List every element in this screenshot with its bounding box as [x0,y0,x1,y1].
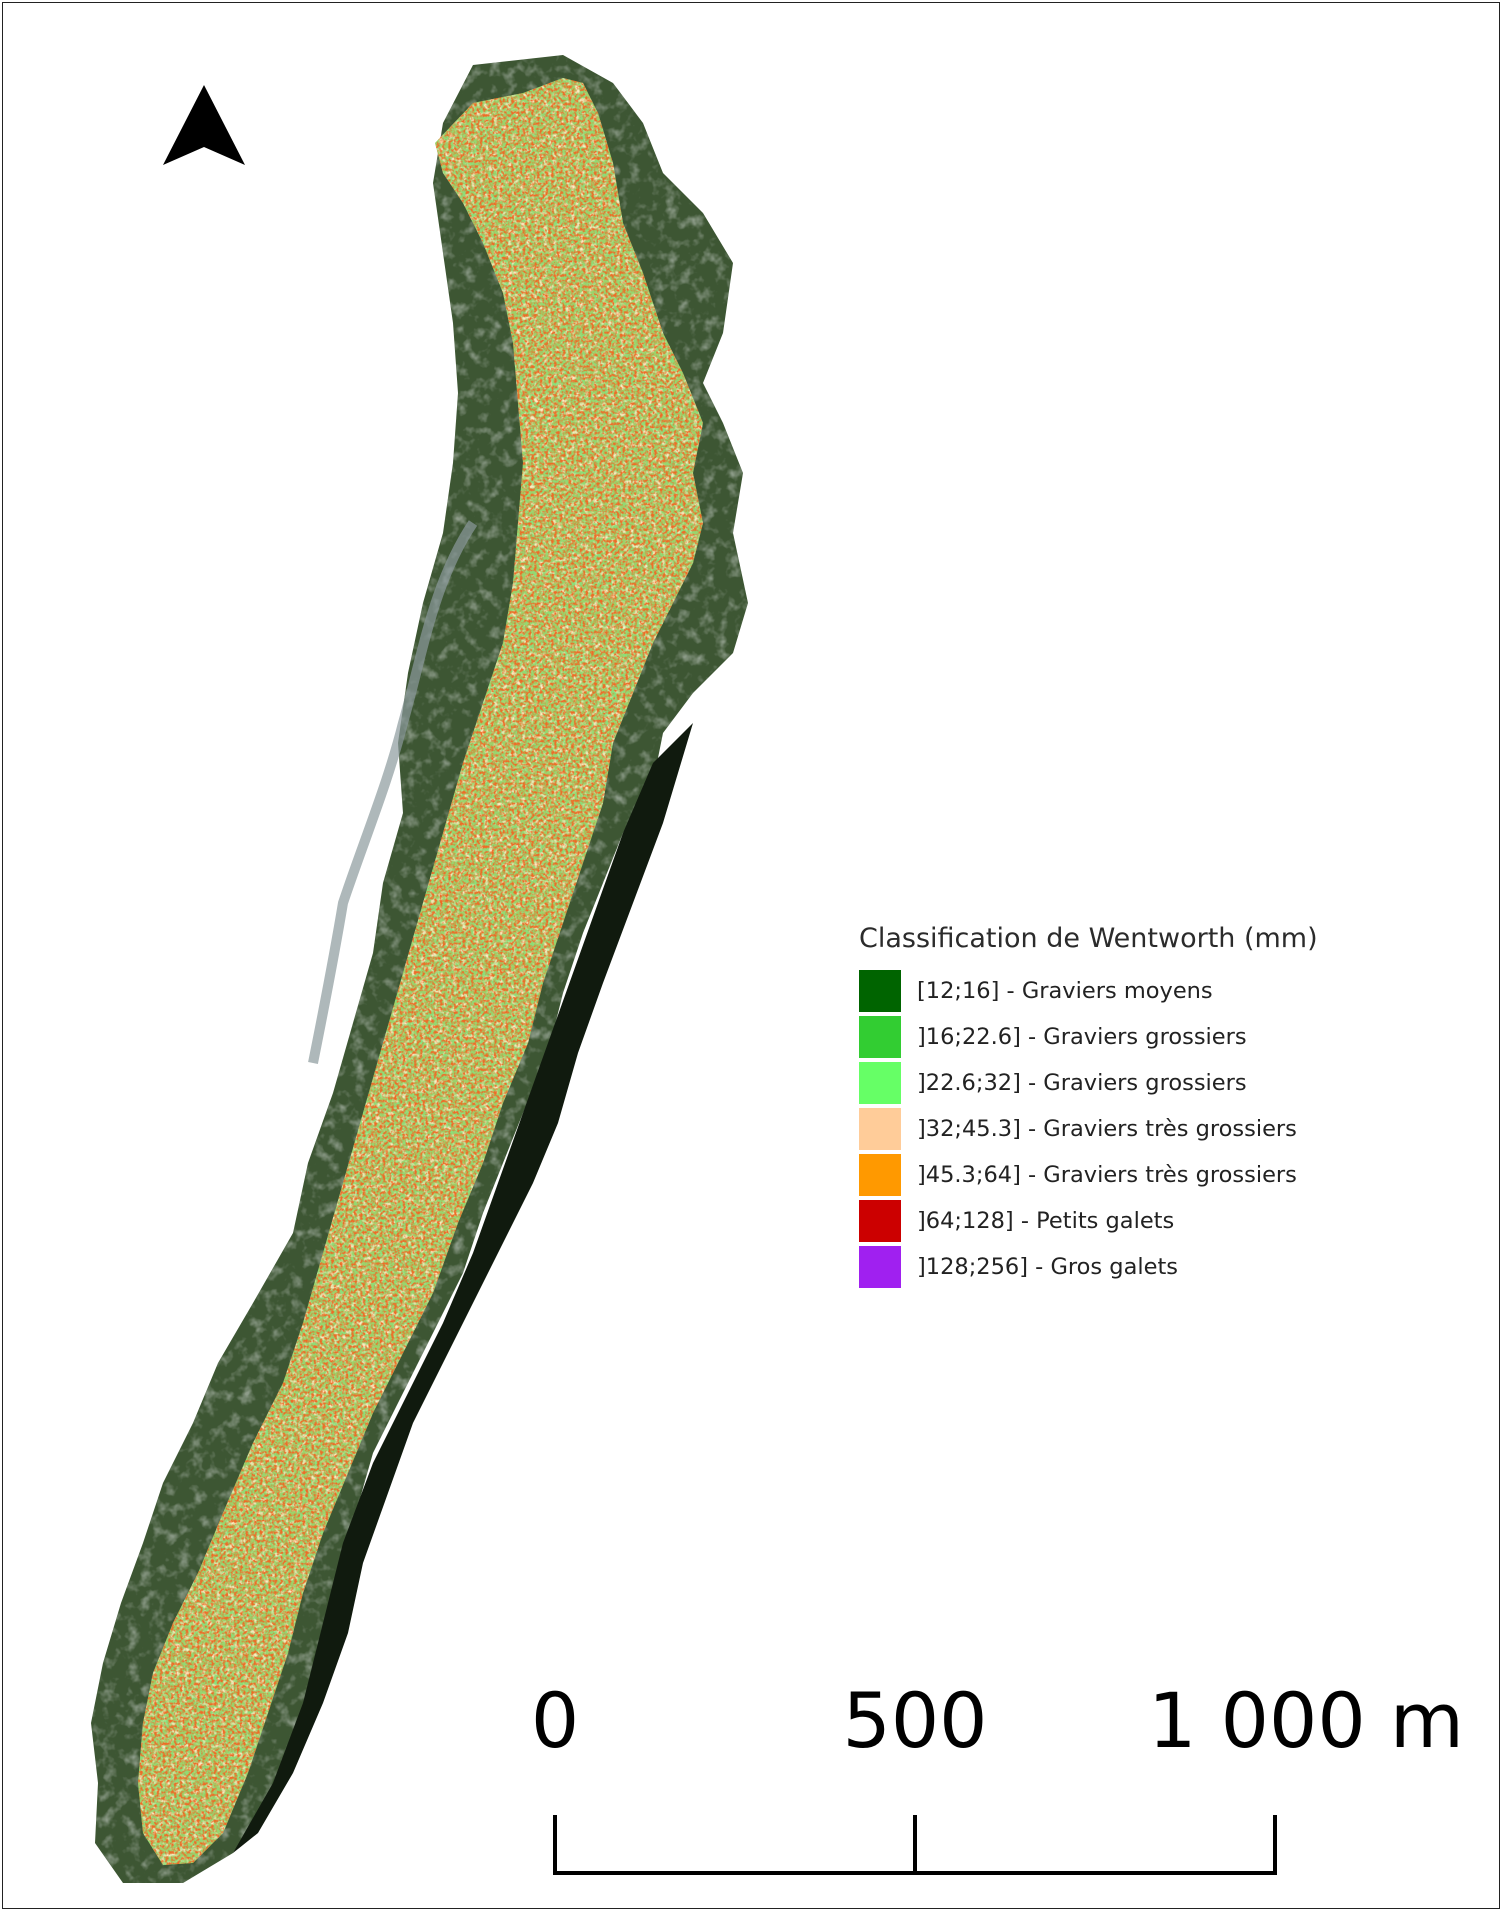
legend-swatch [859,1108,901,1150]
legend-items: [12;16] - Graviers moyens ]16;22.6] - Gra… [859,968,1459,1290]
legend-swatch [859,1016,901,1058]
legend-item: [12;16] - Graviers moyens [859,968,1459,1014]
scale-label-1000: 1 000 m [1148,1676,1464,1765]
legend-item: ]64;128] - Petits galets [859,1198,1459,1244]
map-canvas [91,55,748,1883]
legend-label: ]22.6;32] - Graviers grossiers [917,1070,1247,1096]
legend-label: ]16;22.6] - Graviers grossiers [917,1024,1247,1050]
north-arrow-icon [163,85,245,165]
side-channel [308,520,478,1064]
scale-tick-1000 [1273,1815,1277,1875]
legend-label: ]64;128] - Petits galets [917,1208,1175,1234]
scale-bar: 0 500 1 000 m [523,1683,1483,1883]
legend-item: ]16;22.6] - Graviers grossiers [859,1014,1459,1060]
legend-swatch [859,1154,901,1196]
legend-label: ]128;256] - Gros galets [917,1254,1178,1280]
scale-label-0: 0 [530,1676,580,1765]
legend-label: ]32;45.3] - Graviers très grossiers [917,1116,1297,1142]
legend-swatch [859,970,901,1012]
legend-item: ]45.3;64] - Graviers très grossiers [859,1152,1459,1198]
scale-tick-500 [913,1815,917,1875]
right-bank-vegetation [233,723,693,1853]
gravel-texture-red [138,78,703,1865]
legend-title: Classification de Wentworth (mm) [859,923,1318,954]
legend-swatch [859,1200,901,1242]
legend-swatch [859,1062,901,1104]
scale-label-500: 500 [842,1676,988,1765]
legend: Classification de Wentworth (mm) [12;16]… [859,923,1459,1290]
scale-baseline [553,1871,1277,1875]
legend-label: ]45.3;64] - Graviers très grossiers [917,1162,1297,1188]
legend-item: ]22.6;32] - Graviers grossiers [859,1060,1459,1106]
legend-item: ]32;45.3] - Graviers très grossiers [859,1106,1459,1152]
legend-label: [12;16] - Graviers moyens [917,978,1213,1004]
legend-swatch [859,1246,901,1288]
legend-item: ]128;256] - Gros galets [859,1244,1459,1290]
scale-tick-0 [553,1815,557,1875]
